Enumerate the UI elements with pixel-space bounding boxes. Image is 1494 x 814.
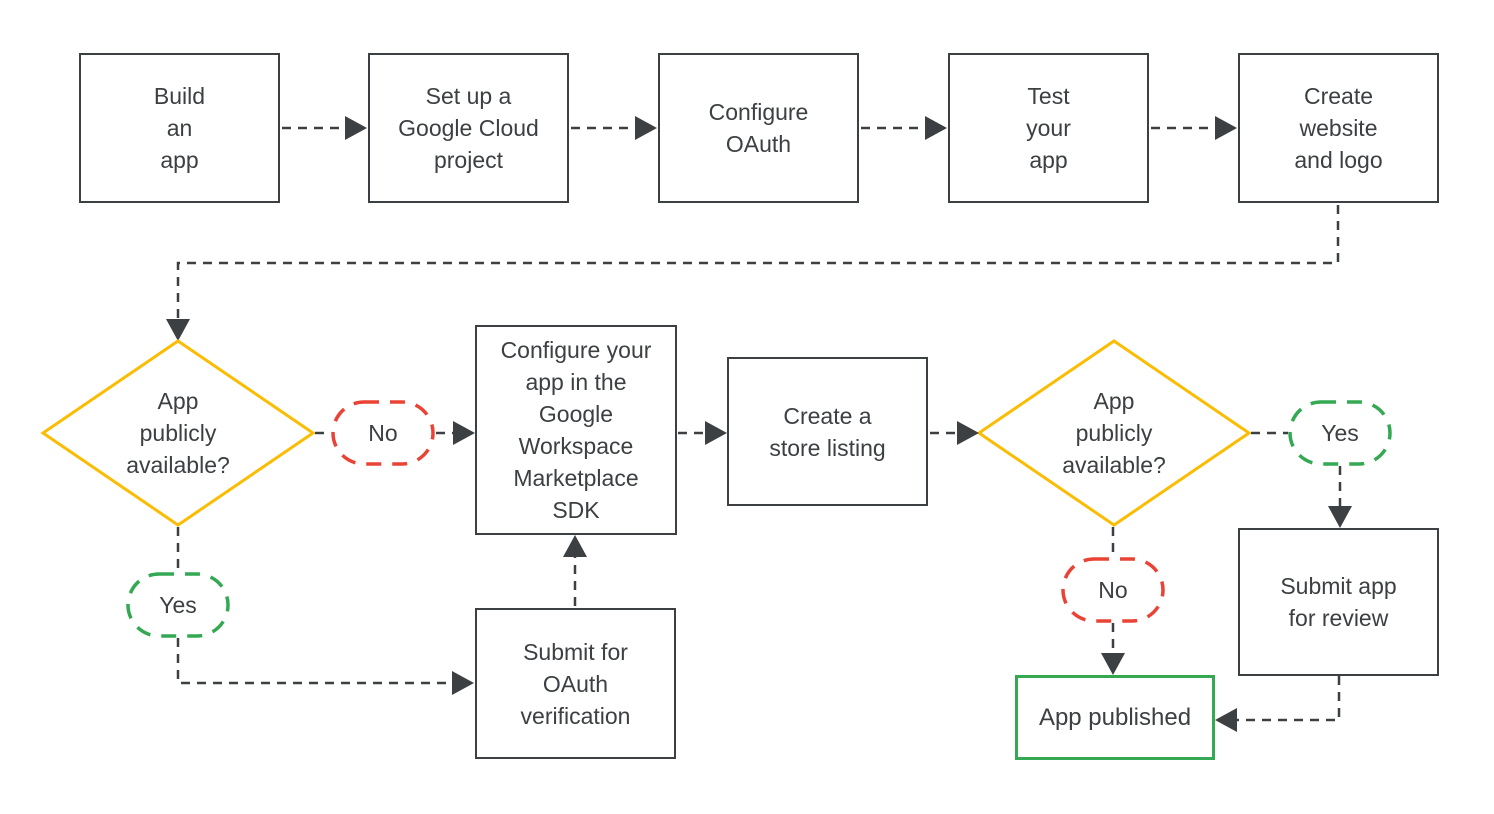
no-pill-1	[331, 400, 435, 466]
process-box-test-your-app: Test your app	[948, 53, 1149, 203]
process-box-create-store-listing: Create a store listing	[727, 357, 928, 506]
decision-diamond-public-2	[976, 339, 1252, 527]
arrowhead-review-to-published	[1215, 708, 1237, 732]
arrowhead-test-to-website	[1215, 116, 1237, 140]
yes-pill-1	[126, 572, 230, 638]
arrowhead-setup-to-oauth	[635, 116, 657, 140]
connector-website-to-decision1	[176, 205, 1340, 319]
process-box-create-website-and-logo: Create website and logo	[1238, 53, 1439, 203]
arrowhead-yes2-to-review	[1328, 506, 1352, 528]
arrowhead-no1-to-sdk	[453, 421, 475, 445]
process-box-build-app: Build an app	[79, 53, 280, 203]
arrowhead-oauthverify-to-sdk	[563, 535, 587, 557]
decision-diamond-public-1	[40, 339, 316, 527]
connector-review-to-published	[1237, 676, 1341, 722]
yes-pill-2	[1288, 400, 1392, 466]
process-box-configure-oauth: Configure OAuth	[658, 53, 859, 203]
process-box-submit-oauth-verification: Submit for OAuth verification	[475, 608, 676, 759]
arrowhead-build-to-setup	[345, 116, 367, 140]
arrowhead-oauth-to-test	[925, 116, 947, 140]
arrowhead-sdk-to-store	[705, 421, 727, 445]
process-box-configure-marketplace-sdk: Configure your app in the Google Workspa…	[475, 325, 677, 535]
no-pill-2	[1061, 557, 1165, 623]
process-box-setup-google-cloud-project: Set up a Google Cloud project	[368, 53, 569, 203]
terminal-box-app-published: App published	[1015, 675, 1215, 760]
arrowhead-store-to-decision2	[957, 421, 979, 445]
process-box-submit-app-for-review: Submit app for review	[1238, 528, 1439, 676]
arrowhead-website-to-decision1	[166, 319, 190, 341]
arrowhead-no2-to-published	[1101, 653, 1125, 675]
arrowhead-yes1-to-oauthverify	[452, 671, 474, 695]
connector-yes1-to-oauthverify	[176, 638, 452, 685]
